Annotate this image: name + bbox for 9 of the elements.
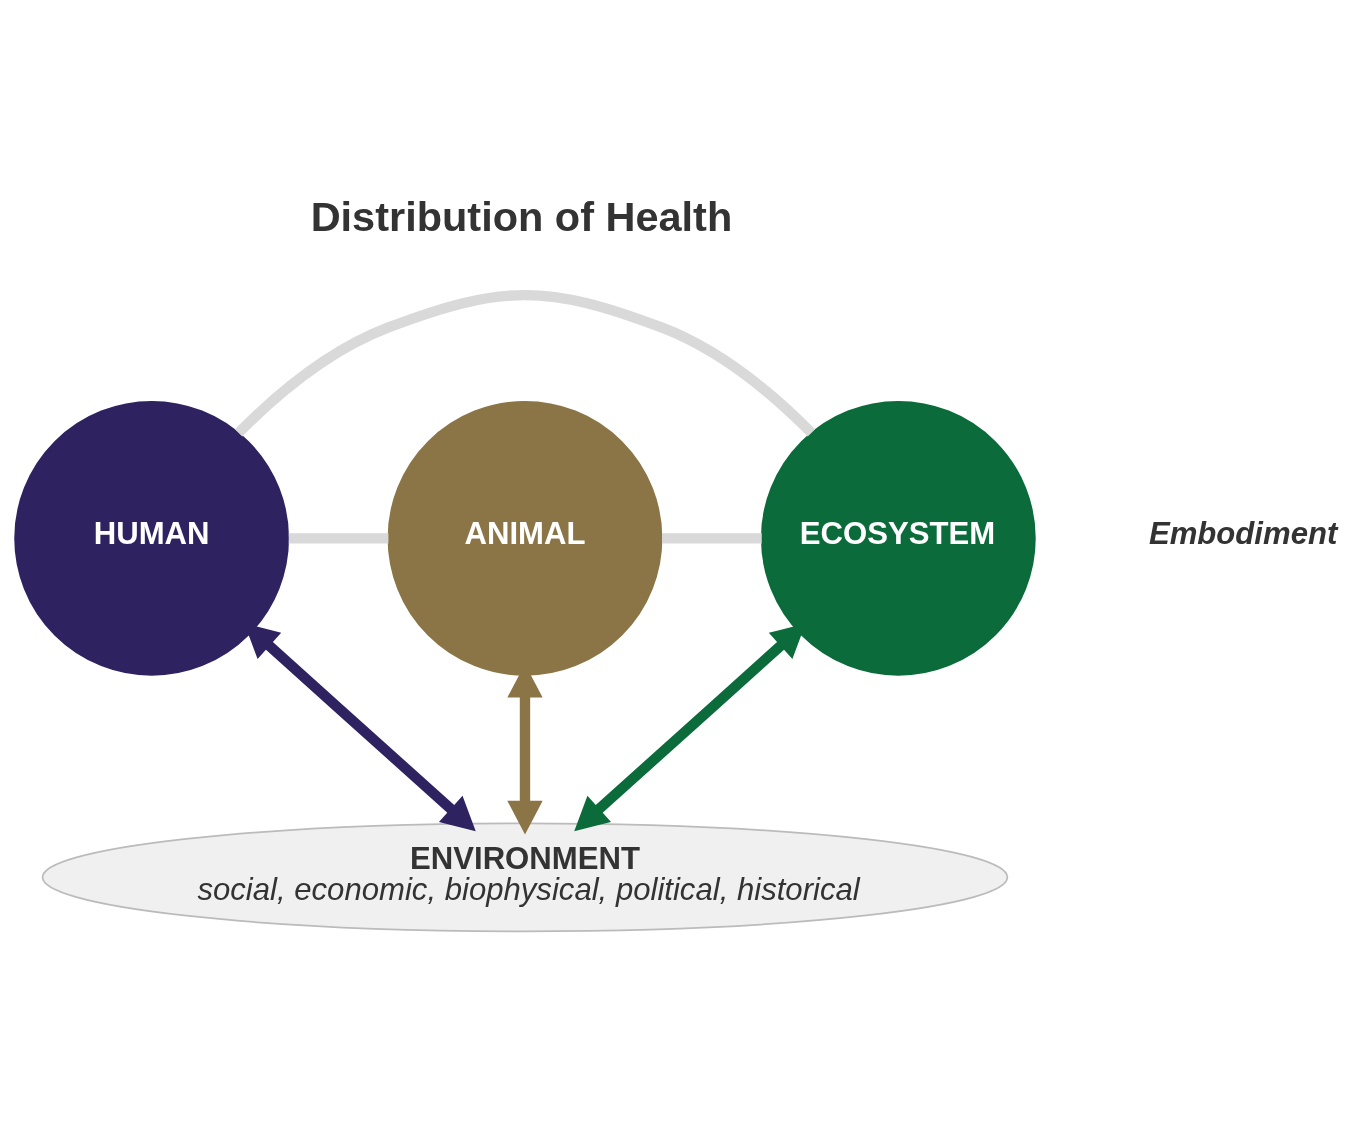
connector: [234, 290, 816, 437]
label: Embodiment: [1148, 516, 1338, 552]
node-ellipse: ENVIRONMENT social, economic, biophysical, political, historical: [41, 822, 1009, 933]
connector: [288, 533, 389, 544]
node-circle: ANIMAL: [387, 400, 663, 676]
label: Distribution of Health: [310, 193, 733, 241]
node-circle: ECOSYSTEM: [760, 400, 1036, 676]
connector: [662, 533, 762, 544]
node-circle: HUMAN: [14, 400, 290, 676]
